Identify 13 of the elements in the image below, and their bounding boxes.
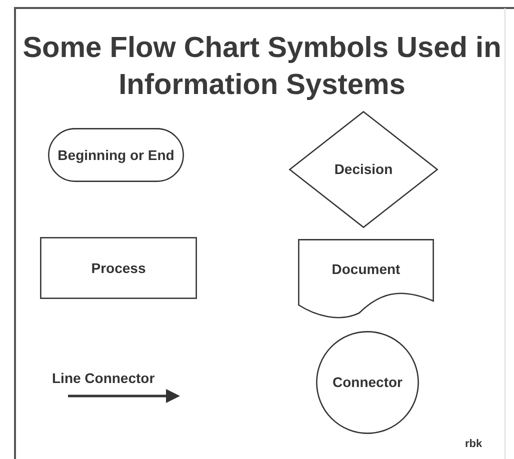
decision-diamond bbox=[289, 111, 438, 228]
title: Some Flow Chart Symbols Used in Information Systems bbox=[22, 31, 502, 103]
node-label: Beginning or End bbox=[56, 146, 176, 164]
author-initials: rbk bbox=[465, 438, 482, 450]
connector-circle bbox=[316, 331, 419, 434]
document-shape bbox=[298, 239, 434, 321]
node-label: Process bbox=[90, 260, 147, 276]
node-label: Decision bbox=[333, 161, 394, 178]
symbol-label: Line Connector bbox=[52, 370, 155, 386]
terminal-shape bbox=[48, 128, 184, 182]
process-box bbox=[40, 237, 197, 299]
node-label: Document bbox=[330, 261, 402, 278]
node-label: Connector bbox=[332, 374, 404, 391]
